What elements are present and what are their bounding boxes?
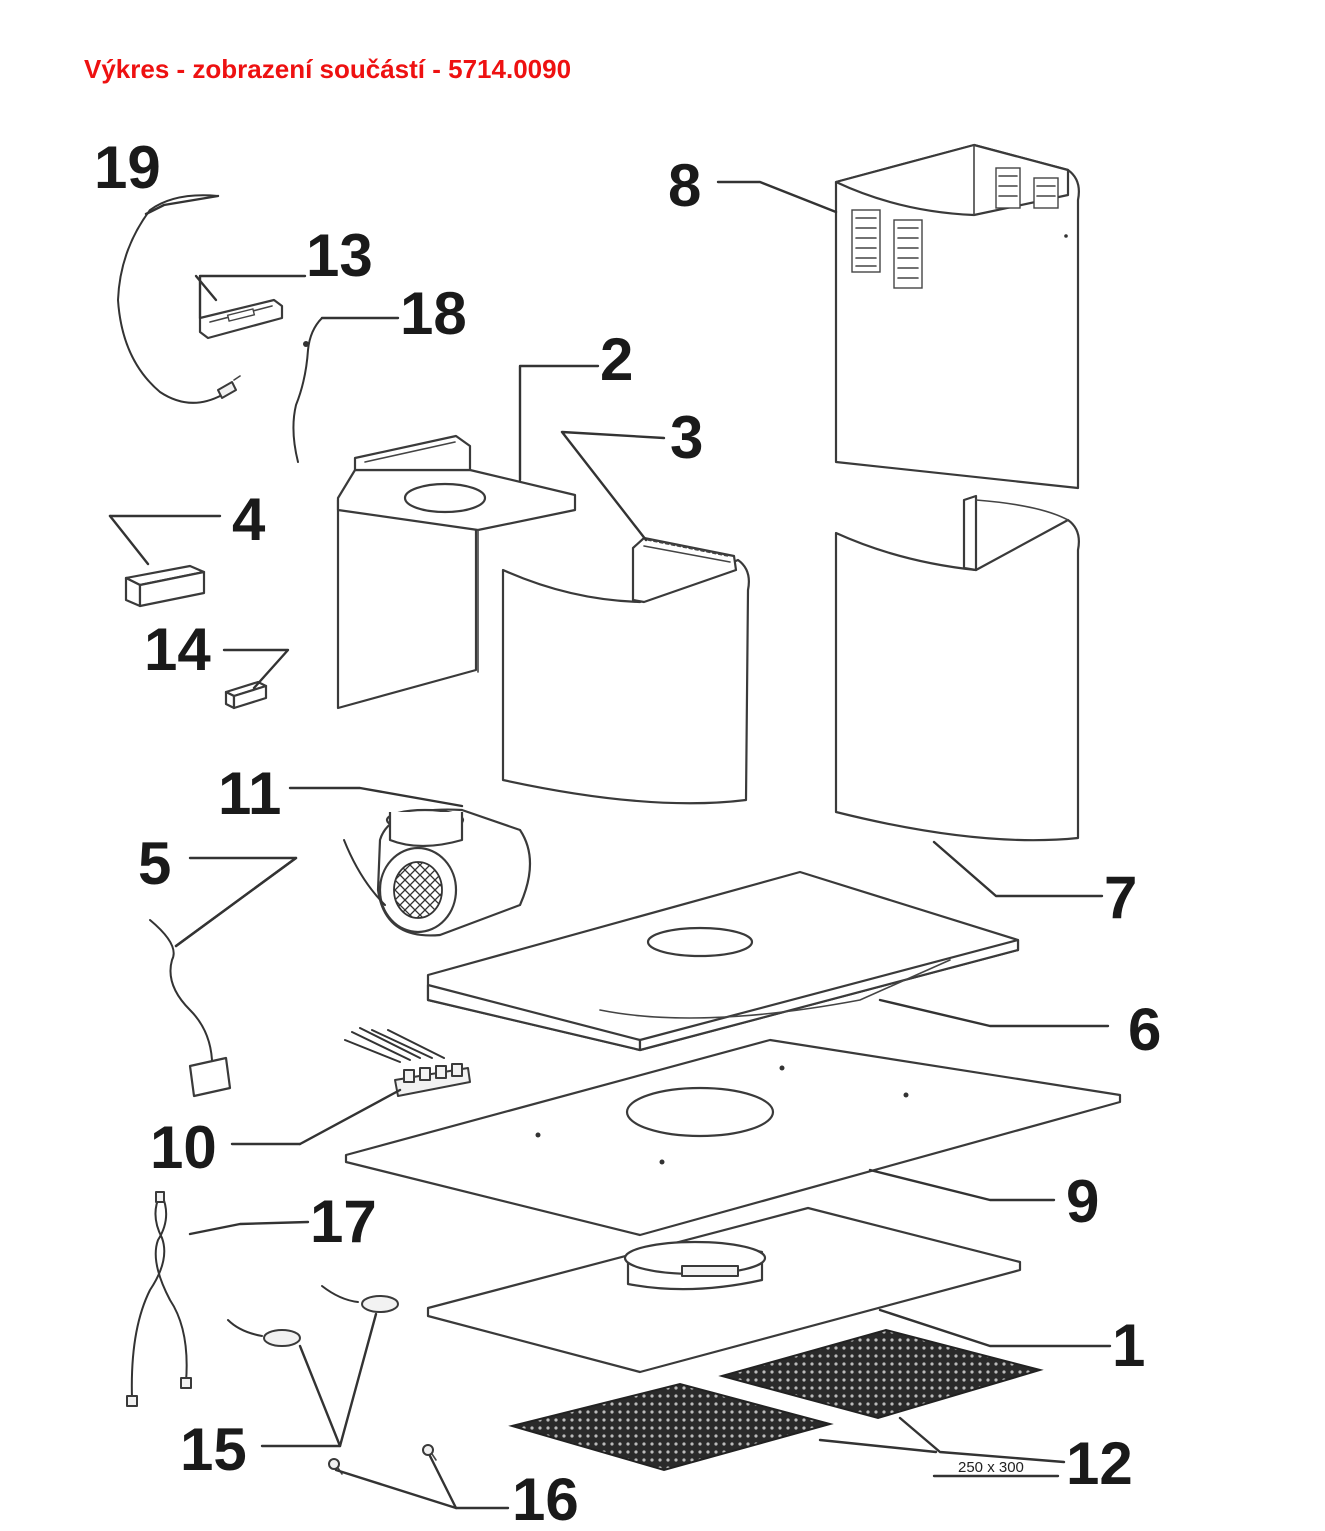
part-16-screws <box>328 1444 437 1475</box>
part-18-wire <box>292 317 323 463</box>
page-title: Výkres - zobrazení součástí - 5714.0090 <box>84 54 572 84</box>
part-12-grease-filters: 250 x 300 <box>508 1328 1060 1478</box>
part-number-3: 3 <box>670 404 703 471</box>
part-2-housing-frame <box>336 434 577 710</box>
part-number-13: 13 <box>306 222 373 289</box>
part-number-18: 18 <box>400 280 467 347</box>
part-number-8: 8 <box>668 152 701 219</box>
part-3-front-cover <box>501 536 750 805</box>
part-7-lower-chimney-cover <box>834 494 1080 842</box>
filter-size-label: 250 x 300 <box>958 1459 1024 1476</box>
part-4-block <box>124 564 206 608</box>
part-number-11: 11 <box>218 760 281 827</box>
part-number-labels: 19 13 18 2 3 8 4 14 11 5 7 6 10 9 17 1 1… <box>94 134 1161 1531</box>
part-19-power-cable <box>117 194 241 404</box>
part-number-10: 10 <box>150 1114 217 1181</box>
part-9-bottom-panel <box>344 1038 1122 1237</box>
part-number-1: 1 <box>1112 1312 1145 1379</box>
part-number-7: 7 <box>1104 864 1137 931</box>
part-11-blower-motor <box>343 808 532 937</box>
part-6-hood-body <box>426 870 1020 1052</box>
part-number-12: 12 <box>1066 1430 1133 1497</box>
part-10-control-switch <box>344 1027 471 1097</box>
part-number-19: 19 <box>94 134 161 201</box>
part-14-connector <box>224 680 268 710</box>
part-15-lamps <box>227 1285 399 1347</box>
part-17-wiring-harness <box>126 1191 192 1407</box>
leader-lines <box>108 180 1112 1510</box>
vent-slots <box>851 167 1059 289</box>
part-number-4: 4 <box>232 486 266 553</box>
part-number-5: 5 <box>138 830 171 897</box>
part-number-2: 2 <box>600 326 633 393</box>
part-5-wire-connector <box>149 919 232 1098</box>
part-1-lower-frame <box>426 1206 1022 1374</box>
part-number-17: 17 <box>310 1188 377 1255</box>
part-number-6: 6 <box>1128 996 1161 1063</box>
part-number-16: 16 <box>512 1466 579 1531</box>
part-13-bracket <box>198 298 284 340</box>
part-number-14: 14 <box>144 616 211 683</box>
part-8-upper-chimney-cover <box>834 143 1080 490</box>
part-number-9: 9 <box>1066 1168 1099 1235</box>
part-number-15: 15 <box>180 1416 247 1483</box>
